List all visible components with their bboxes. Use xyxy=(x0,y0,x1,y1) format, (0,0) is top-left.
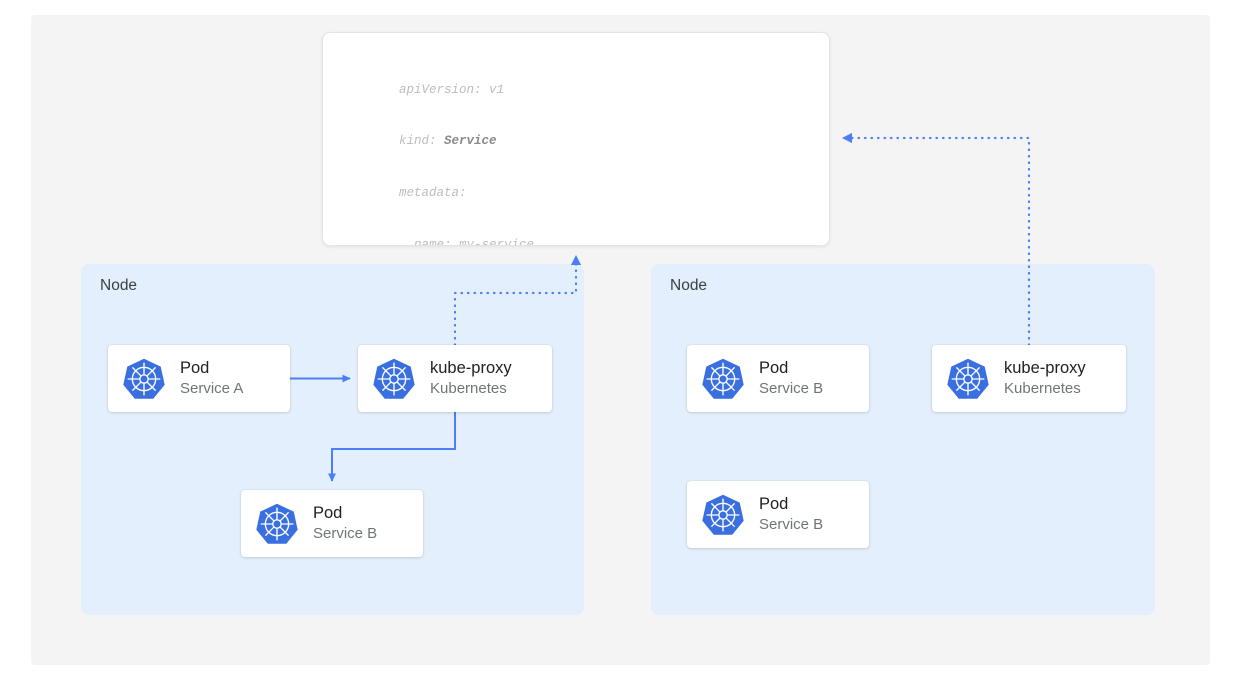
card-pod-service-a[interactable]: Pod Service A xyxy=(108,345,290,412)
kubernetes-icon xyxy=(123,358,165,399)
card-kube-proxy-left[interactable]: kube-proxy Kubernetes xyxy=(358,345,552,412)
card-kube-proxy-right[interactable]: kube-proxy Kubernetes xyxy=(932,345,1126,412)
card-subtitle: Service B xyxy=(313,525,378,542)
service-spec-yaml: apiVersion: v1 kind: Service metadata: n… xyxy=(399,47,707,246)
card-pod-service-b-left[interactable]: Pod Service B xyxy=(241,490,423,557)
card-title: Pod xyxy=(180,359,210,377)
card-text: Pod Service B xyxy=(759,494,823,535)
card-title: Pod xyxy=(313,504,343,522)
node-label-right: Node xyxy=(670,277,708,294)
kubernetes-icon xyxy=(256,503,298,544)
kubernetes-icon xyxy=(373,358,415,399)
node-container-right: Node xyxy=(651,264,1155,615)
kubernetes-icon xyxy=(702,494,744,535)
yaml-line-name: name: my-service xyxy=(399,238,535,246)
node-container-left: Node xyxy=(81,264,584,615)
card-text: kube-proxy Kubernetes xyxy=(1004,358,1086,399)
card-pod-service-b-right-top[interactable]: Pod Service B xyxy=(687,345,869,412)
service-spec-card: apiVersion: v1 kind: Service metadata: n… xyxy=(322,32,830,246)
yaml-line-metadata: metadata: xyxy=(399,186,467,201)
card-text: Pod Service A xyxy=(180,358,243,399)
yaml-kind-key: kind: xyxy=(399,134,445,149)
card-text: kube-proxy Kubernetes xyxy=(430,358,512,399)
card-text: Pod Service B xyxy=(759,358,823,399)
card-pod-service-b-right-bottom[interactable]: Pod Service B xyxy=(687,481,869,548)
yaml-line-kind: kind: Service xyxy=(399,133,707,150)
yaml-line-apiversion: apiVersion: v1 xyxy=(399,82,505,97)
kubernetes-icon xyxy=(947,358,989,399)
card-subtitle: Service B xyxy=(759,380,824,397)
card-title: Pod xyxy=(759,495,789,513)
card-subtitle: Service B xyxy=(759,516,824,533)
card-subtitle: Service A xyxy=(180,380,244,397)
card-title: Pod xyxy=(759,359,789,377)
kubernetes-icon xyxy=(702,358,744,399)
card-title: kube-proxy xyxy=(430,359,512,377)
yaml-kind-value: Service xyxy=(444,134,497,149)
card-title: kube-proxy xyxy=(1004,359,1086,377)
card-subtitle: Kubernetes xyxy=(1004,380,1081,397)
node-label-left: Node xyxy=(100,277,138,294)
card-subtitle: Kubernetes xyxy=(430,380,507,397)
card-text: Pod Service B xyxy=(313,503,377,544)
